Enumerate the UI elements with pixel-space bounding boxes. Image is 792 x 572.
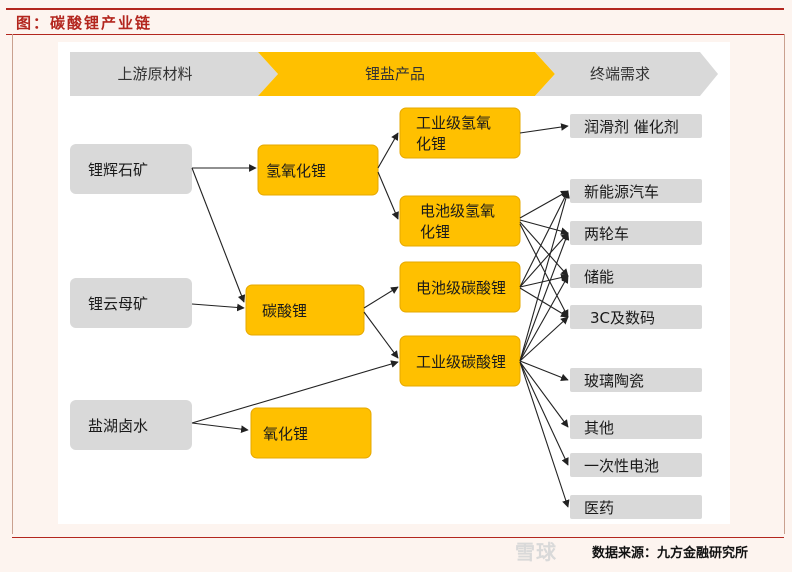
glass-label: 玻璃陶瓷 bbox=[584, 372, 644, 390]
downstream-chevron bbox=[535, 52, 718, 96]
arrow-li2co3-bat-li2co3 bbox=[363, 286, 399, 309]
3c-label: 3C及数码 bbox=[590, 309, 655, 327]
arrow-brine-li2o bbox=[191, 422, 249, 433]
lubricant-box bbox=[570, 114, 702, 138]
primary-battery-box bbox=[570, 453, 702, 477]
arrow-ind-li2co3-storage bbox=[519, 275, 569, 362]
li2o-label: 氧化锂 bbox=[263, 425, 308, 443]
upstream-chevron bbox=[70, 52, 278, 96]
arrow-lepidolite-li2co3 bbox=[191, 303, 245, 312]
storage-box bbox=[570, 264, 702, 288]
left-border bbox=[12, 34, 13, 534]
arrow-bat-li2co3-two-wheeler bbox=[519, 232, 569, 288]
source-note: 数据来源：九方金融研究所 bbox=[592, 546, 749, 561]
bat-lioh-label-line1: 电池级氢氧 bbox=[420, 202, 495, 220]
ind-lioh-label-line1: 工业级氢氧 bbox=[416, 114, 491, 132]
nev-box bbox=[570, 179, 702, 203]
primary-battery-label: 一次性电池 bbox=[584, 457, 659, 475]
li2co3-label: 碳酸锂 bbox=[262, 302, 307, 320]
ind-lioh-label-line2: 化锂 bbox=[416, 135, 446, 153]
medicine-box bbox=[570, 495, 702, 519]
lepidolite-box bbox=[70, 278, 192, 328]
watermark: 雪球 bbox=[515, 540, 557, 564]
arrow-ind-li2co3-nev bbox=[519, 190, 570, 362]
lepidolite-label: 锂云母矿 bbox=[88, 295, 148, 313]
arrow-ind-li2co3-two-wheeler bbox=[519, 232, 570, 362]
li2o-box bbox=[250, 407, 372, 459]
arrow-ind-li2co3-3c bbox=[519, 316, 569, 362]
upstream-label: 上游原材料 bbox=[117, 65, 192, 83]
brine-box bbox=[70, 400, 192, 450]
arrow-ind-li2co3-primary-battery bbox=[519, 361, 569, 466]
bat-li2co3-label: 电池级碳酸锂 bbox=[416, 279, 506, 297]
figure-title: 图：碳酸锂产业链 bbox=[16, 14, 153, 32]
right-border bbox=[784, 34, 785, 534]
lioh-label: 氢氧化锂 bbox=[266, 162, 326, 180]
arrow-bat-li2co3-3c bbox=[519, 287, 569, 318]
arrow-bat-li2co3-storage bbox=[519, 273, 569, 288]
li2co3-box bbox=[245, 284, 365, 336]
bat-lioh-box bbox=[399, 195, 521, 247]
arrow-ind-lioh-lubricant bbox=[519, 123, 569, 134]
arrow-bat-lioh-storage bbox=[519, 221, 569, 277]
arrow-bat-lioh-two-wheeler bbox=[519, 219, 569, 235]
arrow-ind-li2co3-glass bbox=[519, 360, 569, 382]
figure-title-bar: 图：碳酸锂产业链 bbox=[6, 8, 784, 35]
arrow-spodumene-li2co3 bbox=[191, 167, 246, 303]
midstream-label: 锂盐产品 bbox=[365, 65, 425, 83]
ind-li2co3-label: 工业级碳酸锂 bbox=[416, 353, 506, 371]
lioh-box bbox=[257, 144, 379, 196]
other-label: 其他 bbox=[584, 419, 614, 437]
arrow-bat-lioh-3c bbox=[519, 223, 569, 318]
arrow-ind-li2co3-medicine bbox=[519, 361, 570, 508]
storage-label: 储能 bbox=[584, 268, 614, 286]
bottom-rule bbox=[12, 537, 784, 538]
arrow-bat-li2co3-nev bbox=[519, 190, 569, 288]
spodumene-box bbox=[70, 144, 192, 194]
lubricant-label: 润滑剂 催化剂 bbox=[584, 118, 679, 136]
flow-arrows bbox=[191, 123, 570, 508]
bat-lioh-label-line2: 化锂 bbox=[420, 223, 450, 241]
medicine-label: 医药 bbox=[584, 499, 614, 517]
3c-box bbox=[570, 305, 702, 329]
brine-label: 盐湖卤水 bbox=[88, 417, 148, 435]
arrow-brine-ind-li2co3 bbox=[191, 360, 399, 424]
arrow-bat-lioh-nev bbox=[519, 190, 569, 219]
two-wheeler-box bbox=[570, 221, 702, 245]
midstream-chevron bbox=[258, 52, 555, 96]
downstream-label: 终端需求 bbox=[590, 65, 650, 83]
arrow-lioh-ind-lioh bbox=[377, 132, 399, 169]
arrow-ind-li2co3-other bbox=[519, 361, 569, 428]
arrow-li2co3-ind-li2co3 bbox=[363, 311, 399, 359]
other-box bbox=[570, 415, 702, 439]
arrow-lioh-bat-lioh bbox=[377, 171, 399, 220]
nev-label: 新能源汽车 bbox=[584, 183, 659, 201]
two-wheeler-label: 两轮车 bbox=[584, 225, 629, 243]
glass-box bbox=[570, 368, 702, 392]
spodumene-label: 锂辉石矿 bbox=[88, 161, 148, 179]
